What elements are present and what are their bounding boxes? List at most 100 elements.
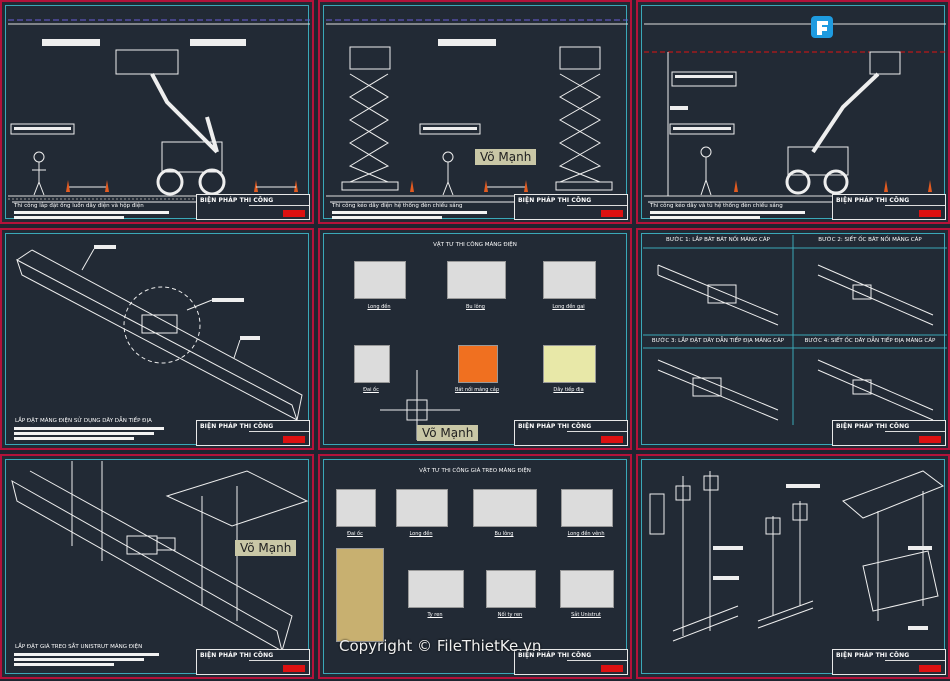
title-block-mark <box>283 436 305 443</box>
sheet-caption: LẮP ĐẶT GIÁ TREO SẮT UNISTRUT MÁNG ĐIỆN <box>15 644 143 650</box>
sheet-caption: Thi công kéo dây điện hệ thống đèn chiếu… <box>332 203 463 209</box>
sheet-caption: Thi công lắp đặt ống luồn dây điện và hộ… <box>14 203 144 209</box>
note-line <box>14 663 114 666</box>
title-block-mark <box>283 210 305 217</box>
item-label: Sắt Unistrut <box>571 612 601 618</box>
sheet-scissor-lift: Võ Mạnh Thi công kéo dây điện hệ thống đ… <box>318 0 632 224</box>
sheet-frame <box>323 459 627 674</box>
title-block-mark <box>601 210 623 217</box>
brand-logo <box>811 14 921 40</box>
item-label: Bát nối máng cáp <box>454 387 500 393</box>
note-line <box>14 427 164 430</box>
title-block: BIỆN PHÁP THI CÔNG <box>514 194 628 220</box>
nut-photo <box>354 345 390 383</box>
copyright-watermark: Copyright © FileThietKe.vn <box>339 637 542 655</box>
beam-clamp-photo <box>336 548 384 642</box>
lock-washer-photo <box>561 489 613 527</box>
threaded-rod-photo <box>408 570 464 608</box>
note-line <box>14 658 144 661</box>
note-line <box>14 653 159 656</box>
sheet-frame <box>641 459 945 674</box>
sheet-materials-hanger: VẬT TƯ THI CÔNG GIÁ TREO MÁNG ĐIỆN Đai ố… <box>318 454 632 679</box>
title-block: BIỆN PHÁP THI CÔNG <box>832 194 946 220</box>
sheet-frame <box>641 5 945 219</box>
title-block: BIỆN PHÁP THI CÔNG <box>196 194 310 220</box>
item-label: Long đền vênh <box>567 531 605 537</box>
note-line <box>332 216 442 219</box>
logo-mark-icon <box>811 16 833 38</box>
title-block-mark <box>283 665 305 672</box>
watermark-badge: Võ Mạnh <box>417 425 479 441</box>
watermark-badge: Võ Mạnh <box>235 540 297 556</box>
title-block-mark <box>601 665 623 672</box>
scissor-lift-drawing <box>326 19 628 203</box>
note-line <box>14 437 134 440</box>
note-line <box>332 211 487 214</box>
bolt-photo <box>447 261 506 299</box>
title-block-label: BIỆN PHÁP THI CÔNG <box>200 652 274 659</box>
title-block: BIỆN PHÁP THI CÔNG <box>196 420 310 446</box>
sheet-materials-tray: VẬT TƯ THI CÔNG MÁNG ĐIỆN Long đền Bu lô… <box>318 228 632 450</box>
step-heading: BƯỚC 1: LẮP BÁT BÁT NỐI MÁNG CÁP <box>666 237 770 243</box>
title-block-mark <box>919 436 941 443</box>
unistrut-photo <box>560 570 614 608</box>
bolt-photo <box>473 489 537 527</box>
sheet-unistrut-hanger: Võ Mạnh LẮP ĐẶT GIÁ TREO SẮT UNISTRUT MÁ… <box>0 454 314 679</box>
washer-photo <box>354 261 406 299</box>
title-block-label: BIỆN PHÁP THI CÔNG <box>836 652 910 659</box>
note-line <box>650 211 805 214</box>
item-label: Long đền <box>409 531 433 537</box>
sheet-frame <box>641 233 945 445</box>
sheet-caption: Thi công kéo dây và tủ hệ thống đèn chiế… <box>650 203 783 209</box>
title-block-mark <box>601 436 623 443</box>
tray-connector-photo <box>458 345 498 383</box>
title-block: BIỆN PHÁP THI CÔNG <box>196 649 310 675</box>
item-label: Bu lông <box>466 304 485 310</box>
title-block: BIỆN PHÁP THI CÔNG <box>514 420 628 446</box>
note-line <box>14 211 169 214</box>
sheet-frame <box>5 5 309 219</box>
sheet-cable-tray-grounding: LẮP ĐẶT MÁNG ĐIỆN SỬ DỤNG DÂY DẪN TIẾP Đ… <box>0 228 314 450</box>
sheet-hanger-details: BIỆN PHÁP THI CÔNG <box>636 454 950 679</box>
note-line <box>14 216 124 219</box>
title-block-label: BIỆN PHÁP THI CÔNG <box>200 423 274 430</box>
lift-install-drawing <box>8 19 310 203</box>
title-block-label: BIỆN PHÁP THI CÔNG <box>518 197 592 204</box>
unistrut-drawing <box>11 461 309 653</box>
item-label: Đai ốc <box>363 387 379 393</box>
step-heading: BƯỚC 2: SIẾT ỐC BÁT NỐI MÁNG CÁP <box>818 237 922 243</box>
title-block: BIỆN PHÁP THI CÔNG <box>832 420 946 446</box>
crosshair <box>380 370 460 440</box>
steps-grid <box>643 235 947 425</box>
sheet-install-steps: BƯỚC 1: LẮP BÁT BÁT NỐI MÁNG CÁP BƯỚC 2:… <box>636 228 950 450</box>
serrated-washer-photo <box>543 261 596 299</box>
title-block-label: BIỆN PHÁP THI CÔNG <box>200 197 274 204</box>
item-label: Long đền <box>367 304 391 310</box>
item-label: Dây tiếp địa <box>553 387 584 393</box>
item-label: Long đền gai <box>552 304 585 310</box>
nut-photo <box>336 489 376 527</box>
title-block-label: BIỆN PHÁP THI CÔNG <box>518 423 592 430</box>
note-line <box>14 432 154 435</box>
hanger-details-drawing <box>649 470 945 642</box>
title-block-mark <box>919 210 941 217</box>
title-block-label: BIỆN PHÁP THI CÔNG <box>836 423 910 430</box>
sheet-lift-install: Thi công lắp đặt ống luồn dây điện và hộ… <box>0 0 314 224</box>
sheet-frame <box>5 233 309 445</box>
sheet-heading: VẬT TƯ THI CÔNG GIÁ TREO MÁNG ĐIỆN <box>419 468 531 474</box>
sheet-frame <box>323 5 627 219</box>
ground-wire-photo <box>543 345 596 383</box>
washer-photo <box>396 489 448 527</box>
sheet-boom-lift: Thi công kéo dây và tủ hệ thống đèn chiế… <box>636 0 950 224</box>
sheet-caption: LẮP ĐẶT MÁNG ĐIỆN SỬ DỤNG DÂY DẪN TIẾP Đ… <box>15 418 152 424</box>
title-block-mark <box>919 665 941 672</box>
step-heading: BƯỚC 4: SIẾT ỐC DÂY DẪN TIẾP ĐỊA MÁNG CÁ… <box>804 338 936 344</box>
item-label: Nối ty ren <box>497 612 523 618</box>
watermark-badge: Võ Mạnh <box>475 149 537 165</box>
item-label: Ty ren <box>427 612 443 618</box>
rod-coupler-photo <box>486 570 536 608</box>
title-block-label: BIỆN PHÁP THI CÔNG <box>836 197 910 204</box>
title-block-label: BIỆN PHÁP THI CÔNG <box>518 652 592 659</box>
sheet-frame <box>5 459 309 674</box>
title-block: BIỆN PHÁP THI CÔNG <box>514 649 628 675</box>
